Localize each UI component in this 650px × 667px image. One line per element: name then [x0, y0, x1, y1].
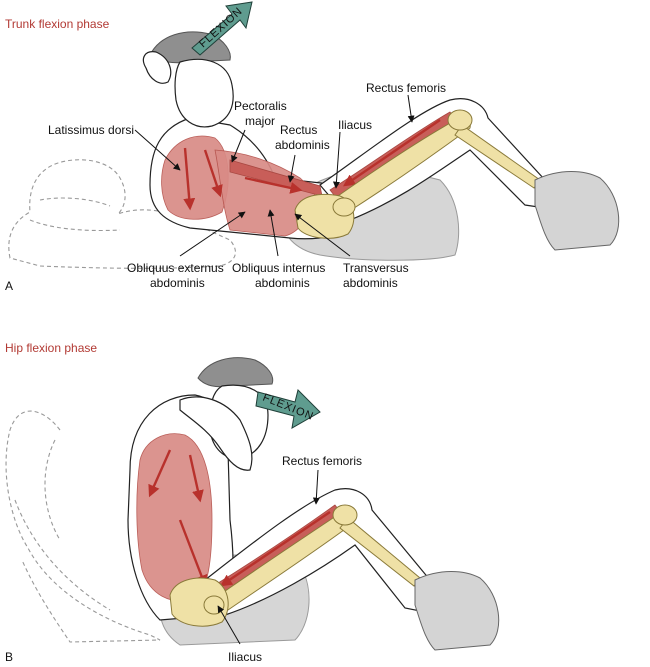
panel-b-force-arrow — [220, 511, 331, 587]
panel-a: Trunk flexion phase F — [5, 1, 620, 293]
leader-obliquus-externus — [179, 211, 246, 257]
panel-a-hip-joint — [332, 197, 356, 217]
leader-obliquus-internus — [267, 209, 279, 257]
label-obliquus-internus-1: Obliquus internus — [232, 261, 325, 275]
leader-iliacus — [332, 131, 341, 189]
panel-b-force-arrow — [188, 454, 204, 503]
label-b-iliacus: Iliacus — [228, 650, 262, 664]
label-pectoralis-major-2: major — [245, 114, 275, 128]
panel-a-force-arrow — [183, 147, 196, 211]
panel-a-force-arrow — [343, 119, 441, 187]
leader-rectus-femoris — [407, 94, 415, 123]
panel-a-ghost-figure — [8, 159, 236, 269]
panel-b-ghost-arm — [14, 439, 111, 611]
panel-a-hand — [142, 51, 172, 84]
panel-a-force-arrow — [244, 176, 303, 194]
leader-b-iliacus — [217, 605, 241, 645]
panel-a-head — [174, 58, 234, 128]
panel-b-force-arrow — [148, 449, 172, 498]
label-pectoralis-major-1: Pectoralis — [234, 99, 287, 113]
leader-rectus-abdominis — [287, 154, 296, 183]
label-obliquus-externus-1: Obliquus externus — [127, 261, 224, 275]
panel-b-phase-title: Hip flexion phase — [5, 341, 97, 355]
label-iliacus: Iliacus — [338, 118, 372, 132]
label-transversus-1: Transversus — [343, 261, 409, 275]
panel-b-shoe — [414, 571, 500, 651]
panel-a-phase-title: Trunk flexion phase — [5, 17, 110, 31]
leader-latissimus — [134, 129, 181, 171]
label-rectus-femoris: Rectus femoris — [366, 81, 446, 95]
label-transversus-2: abdominis — [343, 276, 398, 290]
label-obliquus-internus-2: abdominis — [255, 276, 310, 290]
panel-b-letter: B — [5, 650, 13, 664]
panel-a-force-arrow — [203, 149, 223, 198]
panel-a-tibia — [454, 124, 541, 189]
leader-transversus — [294, 213, 351, 257]
leader-pectoralis — [231, 129, 246, 163]
panel-a-flexion-arrow — [191, 1, 253, 56]
label-b-rectus-femoris: Rectus femoris — [282, 454, 362, 468]
panel-b-arm — [179, 396, 253, 471]
panel-b-force-arrow — [178, 519, 208, 588]
panel-b-ghost-figure — [5, 410, 161, 643]
panel-b-flexion-arrow — [255, 389, 321, 429]
label-obliquus-externus-2: abdominis — [150, 276, 205, 290]
panel-b-hair — [197, 357, 274, 388]
panel-b: Hip flexion phase FLEXION — [5, 341, 500, 664]
label-latissimus-dorsi: Latissimus dorsi — [48, 123, 134, 137]
label-rectus-abdominis-1: Rectus — [280, 123, 317, 137]
panel-a-shoe — [534, 171, 620, 251]
leader-b-rectus-femoris — [312, 469, 320, 505]
panel-a-letter: A — [5, 279, 13, 293]
panel-a-ghost-arm — [29, 197, 121, 232]
panel-a-knee-joint — [447, 109, 473, 131]
label-rectus-abdominis-2: abdominis — [275, 138, 330, 152]
panel-b-knee-joint — [332, 504, 358, 526]
panel-a-latissimus-muscle — [161, 135, 229, 220]
